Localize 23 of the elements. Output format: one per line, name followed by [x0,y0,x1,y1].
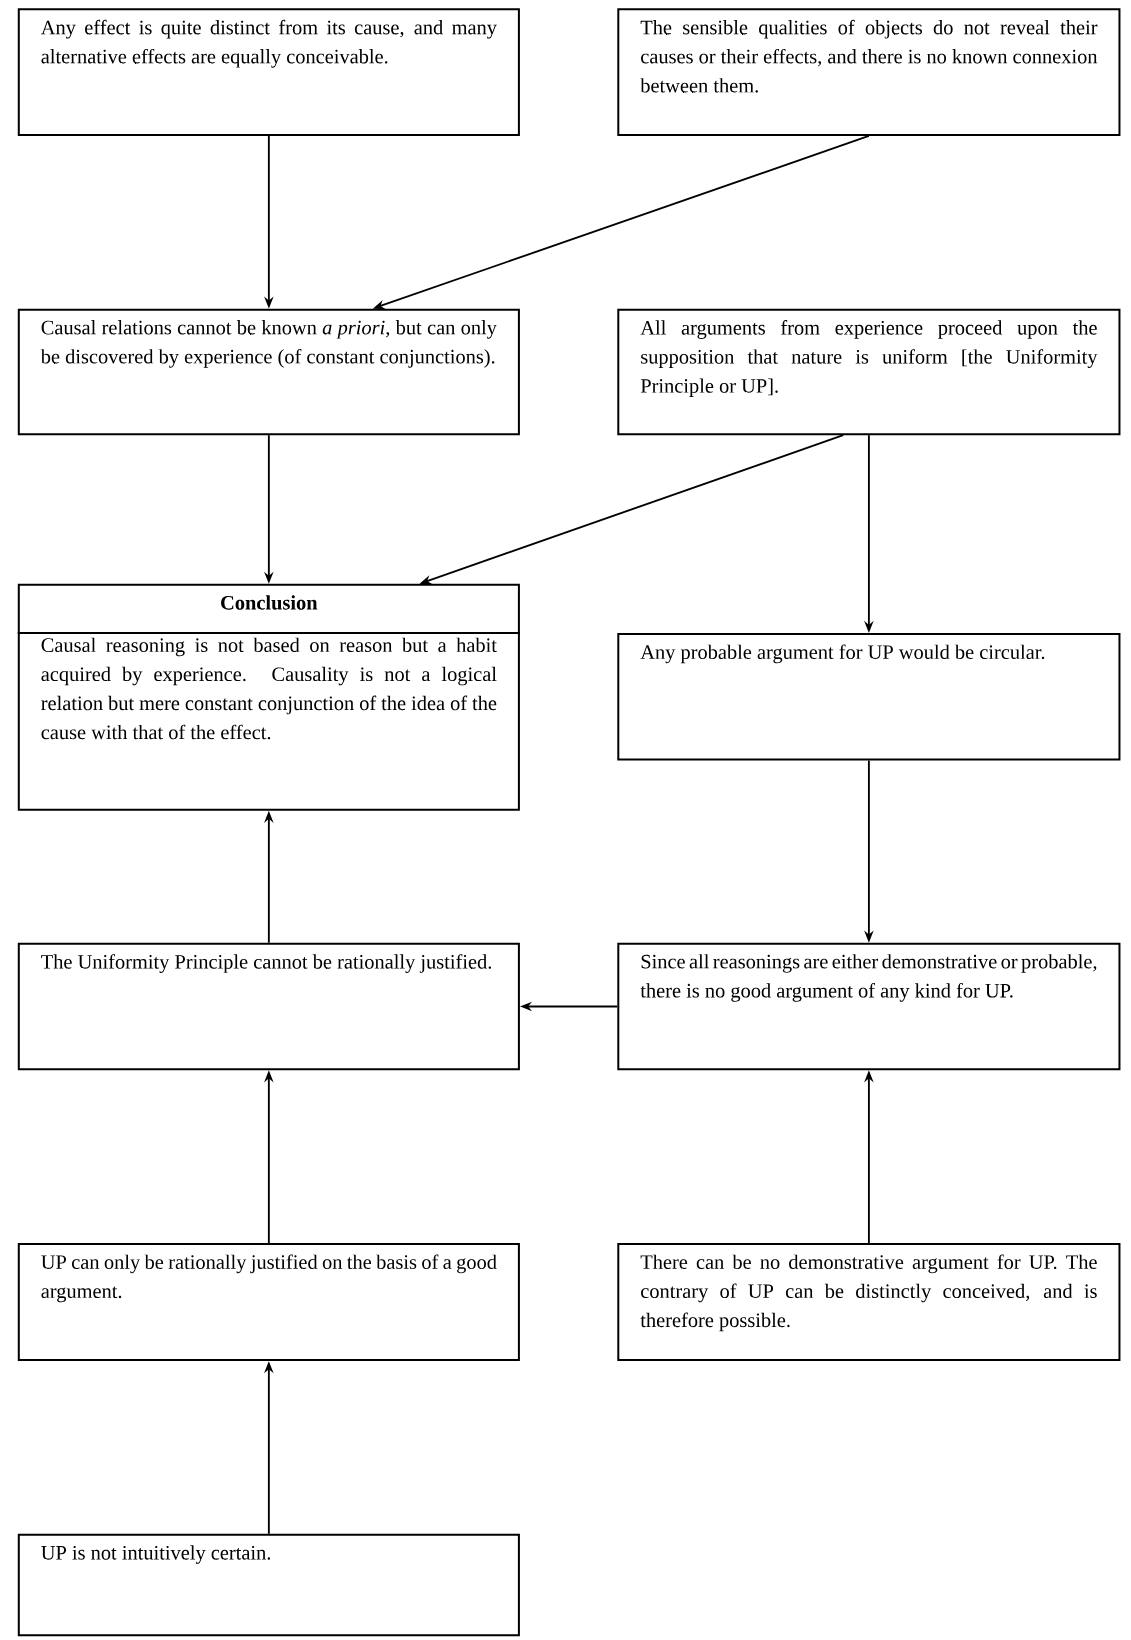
box-text: The sensible qualities of objects do not reveal their causes or their effects, and there is no known connexion between them. [640,19,1098,93]
box-text: Since all reasonings are either demonstrative or probable, there is no good argument of any kind for UP. [640,954,1097,1002]
argument-box [17,1242,520,1362]
argument-box [617,8,1121,136]
argument-box [617,942,1121,1071]
argument-box [17,308,520,436]
box-text: The Uniformity Principle cannot be rationally justified. [41,954,491,973]
argument-box [17,8,520,136]
argument-box [17,1533,520,1637]
box-text: UP is not intuitively certain. [41,1545,271,1564]
argument-box [617,633,1121,761]
box-text: UP can only be rationally justified on the basis of a good argument. [41,1254,497,1303]
argument-box [617,1242,1121,1362]
argument-box [617,308,1121,436]
heading: Conclusion [221,595,318,610]
argument-box [17,583,520,811]
box-text: Causal reasoning is not based on reason but a habit acquired by experience. Causality is not a logical relation but mere constant conjunction of the idea of the cause with that of the effect. [41,637,497,740]
box-text: Any probable argument for UP would be circular. [640,644,1045,664]
box-text: There can be no demonstrative argument for UP. The contrary of UP can be distinctly conceived, and is therefore possible. [640,1254,1097,1332]
box-text: Any effect is quite distinct from its cause, and many alternative effects are equally conceivable. [40,19,497,68]
box-text: Causal relations cannot be known a priori, but can only be discovered by experience (of constant conjunctions). [40,320,497,368]
box-text: All arguments from experience proceed upon the supposition that nature is uniform [the Uniformity Principle or UP]. [640,320,1098,397]
argument-box [17,942,520,1071]
